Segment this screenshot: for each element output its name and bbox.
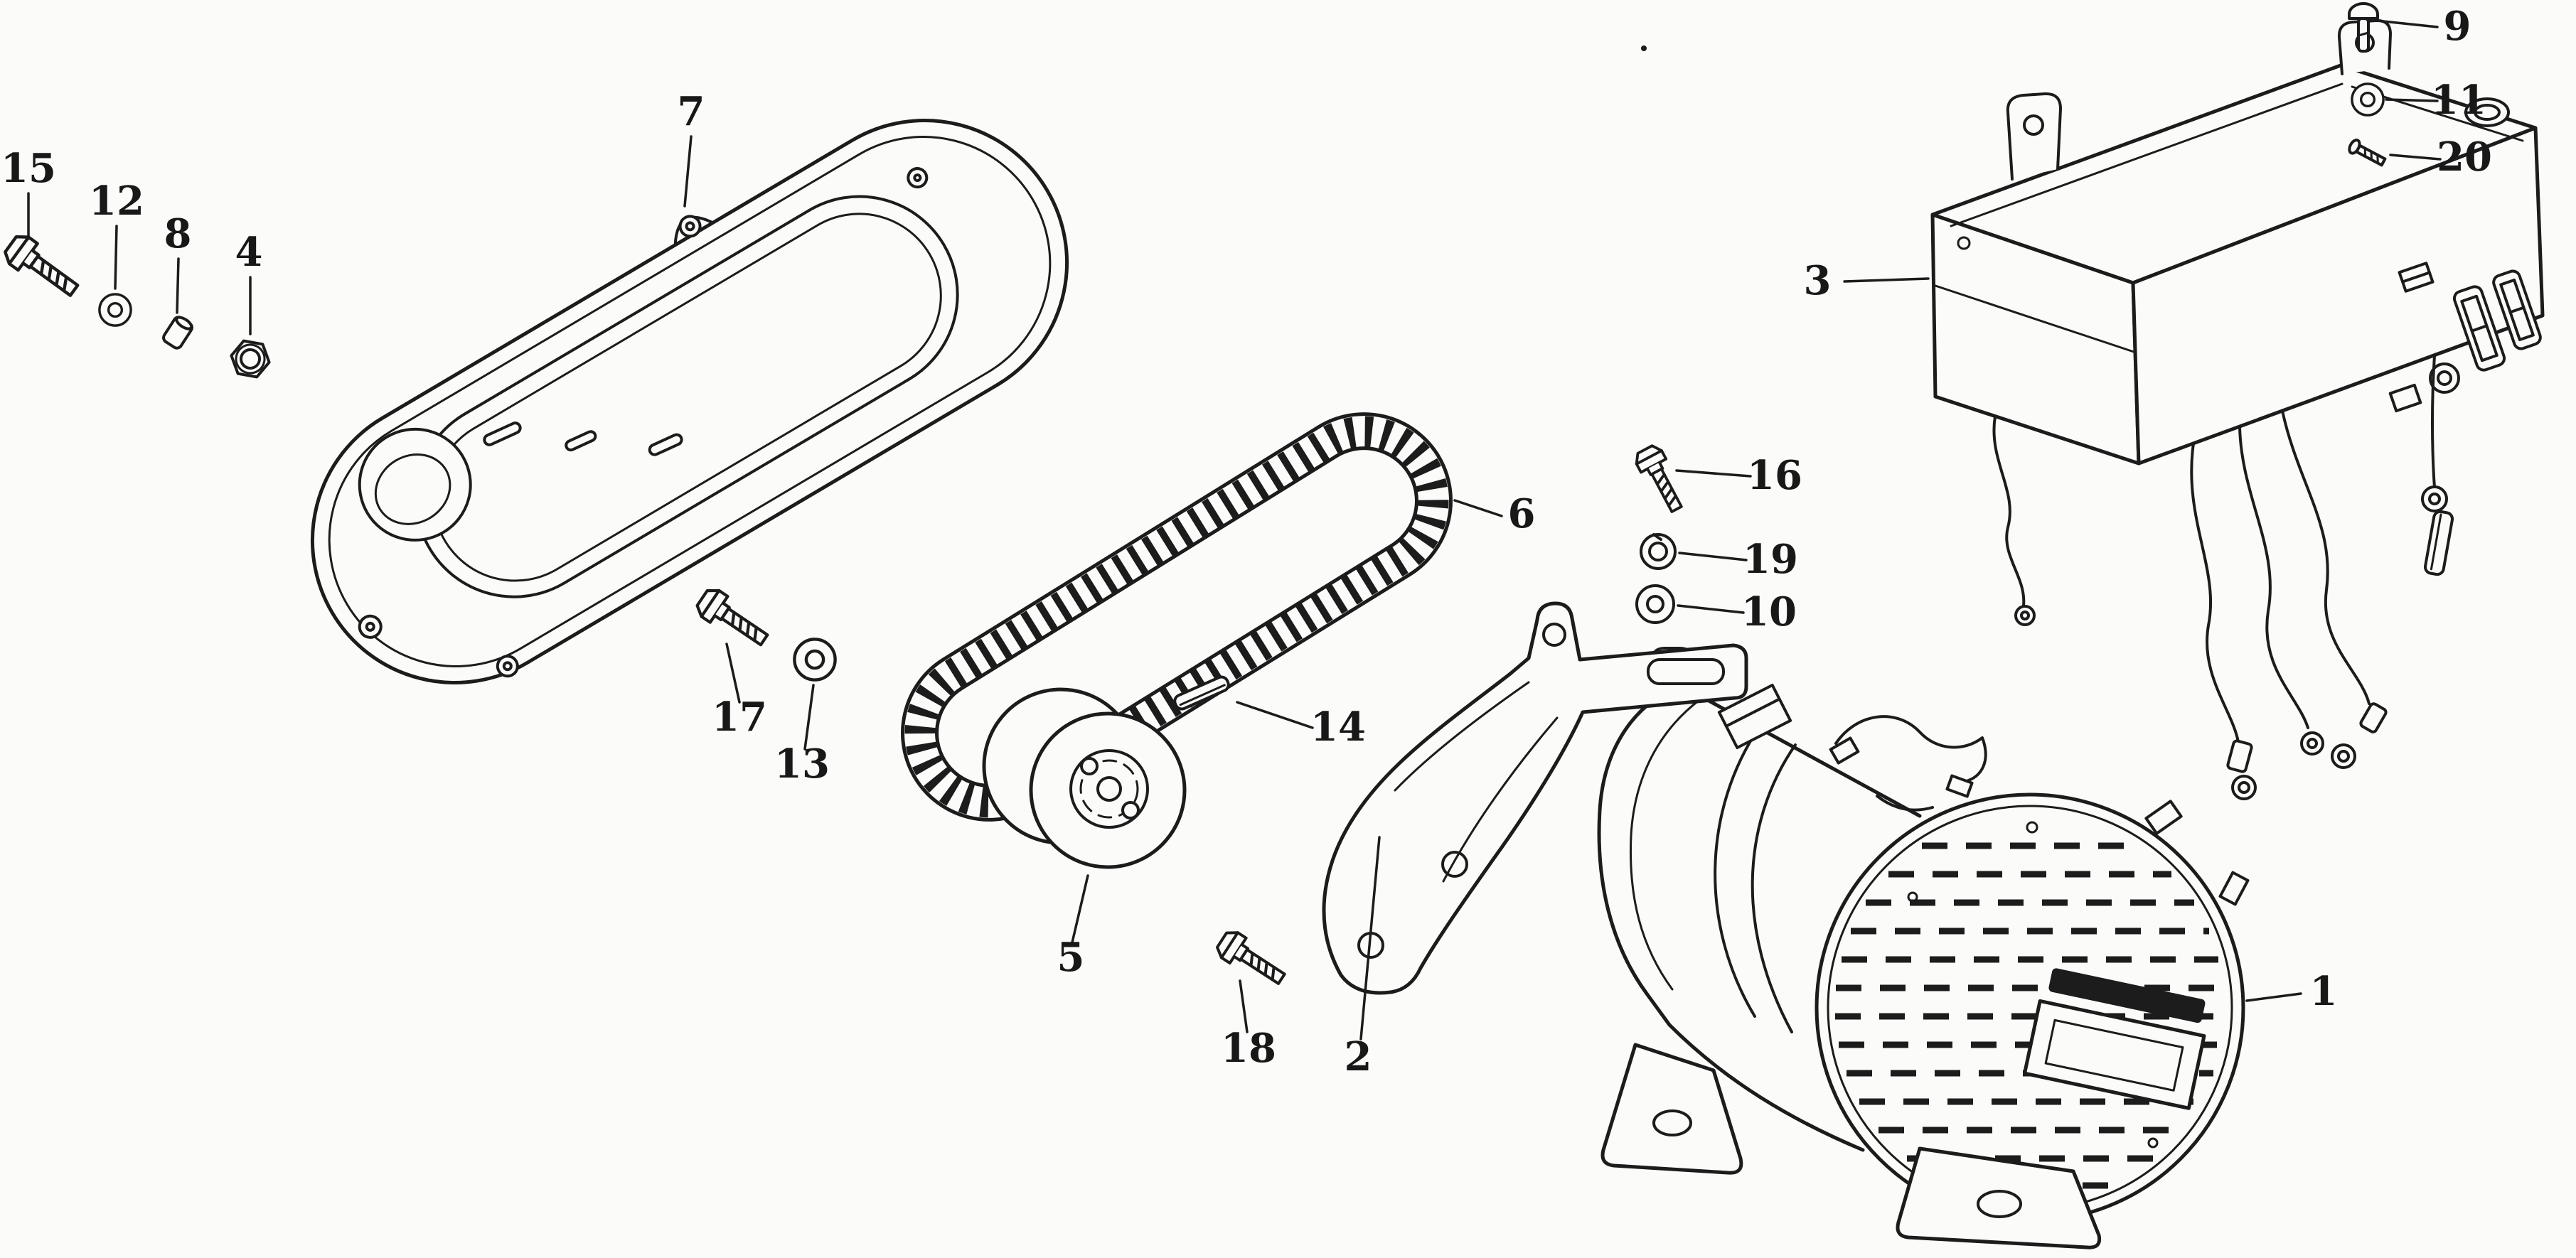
callout-8-leader bbox=[176, 257, 180, 314]
control-box-part bbox=[1930, 18, 2545, 800]
nut-4 bbox=[230, 339, 271, 379]
callout-9-label: 9 bbox=[2444, 3, 2471, 50]
washer-13 bbox=[794, 639, 835, 679]
callout-13-label: 13 bbox=[774, 741, 830, 787]
washer-11 bbox=[2351, 82, 2385, 117]
callout-20-leader bbox=[2389, 154, 2442, 161]
pulley-part bbox=[982, 687, 1187, 869]
callout-12-leader bbox=[114, 225, 118, 290]
callout-1-label: 1 bbox=[2310, 968, 2338, 1015]
screw-20 bbox=[2348, 139, 2387, 167]
callout-11-label: 11 bbox=[2431, 77, 2486, 124]
callout-19-leader bbox=[1678, 552, 1748, 561]
callout-5-leader bbox=[1071, 874, 1089, 944]
callout-2-label: 2 bbox=[1345, 1033, 1372, 1080]
callout-7-label: 7 bbox=[678, 88, 705, 135]
bolt-16 bbox=[1630, 441, 1691, 517]
bolt-17 bbox=[693, 585, 773, 652]
bracket-slot bbox=[1647, 658, 1725, 685]
washer-10 bbox=[1635, 584, 1675, 624]
bolt-18 bbox=[1212, 926, 1291, 993]
box-right-face bbox=[2131, 126, 2545, 466]
callout-14-label: 14 bbox=[1310, 704, 1366, 751]
callout-5-label: 5 bbox=[1057, 934, 1085, 981]
callout-labels: 1 2 3 4 5 6 7 8 9 10 11 12 13 14 15 16 1… bbox=[1, 3, 2492, 1080]
collar-8 bbox=[162, 316, 193, 350]
callout-14-leader bbox=[1236, 701, 1314, 729]
callout-6-leader bbox=[1453, 499, 1503, 517]
callout-15-label: 15 bbox=[1, 145, 56, 192]
callout-17-leader bbox=[725, 643, 741, 704]
callout-19-label: 19 bbox=[1743, 536, 1798, 583]
front-foot bbox=[1600, 1043, 1743, 1175]
callout-7-leader bbox=[683, 135, 693, 208]
callout-6-label: 6 bbox=[1508, 490, 1536, 537]
cover-mounting-holes bbox=[358, 167, 929, 678]
callout-10-leader bbox=[1677, 604, 1745, 614]
spring-washer-19 bbox=[1640, 533, 1677, 570]
box-port bbox=[2464, 97, 2510, 127]
end-bell-seam bbox=[1630, 699, 1701, 991]
rim-clips bbox=[2144, 800, 2250, 906]
generator-part bbox=[1597, 647, 2250, 1249]
washer-12 bbox=[98, 293, 132, 327]
callout-13-leader bbox=[803, 684, 815, 751]
callout-10-label: 10 bbox=[1741, 588, 1797, 635]
callout-16-leader bbox=[1675, 469, 1752, 478]
callout-8-label: 8 bbox=[164, 210, 192, 257]
callout-leaders bbox=[27, 20, 2442, 1041]
key-14 bbox=[1173, 675, 1230, 711]
callout-18-leader bbox=[1239, 979, 1249, 1033]
callout-11-leader bbox=[2385, 98, 2439, 102]
callout-20-label: 20 bbox=[2437, 134, 2492, 181]
bracket-part bbox=[1322, 601, 1748, 995]
belt-cover-part bbox=[310, 119, 1069, 684]
cover-boss-circle bbox=[358, 427, 472, 542]
callout-16-label: 16 bbox=[1747, 452, 1802, 499]
wire-harness bbox=[1992, 355, 2454, 800]
stator-bands bbox=[1714, 725, 1797, 1033]
rear-foot bbox=[1896, 1146, 2102, 1249]
scan-speck bbox=[1641, 45, 1647, 51]
switch-panel bbox=[2388, 262, 2542, 413]
callout-4-label: 4 bbox=[235, 229, 263, 276]
callout-9-leader bbox=[2382, 20, 2439, 28]
callout-3-label: 3 bbox=[1804, 257, 1832, 304]
callout-12-label: 12 bbox=[89, 178, 144, 225]
terminal-and-wires bbox=[1717, 683, 1987, 812]
callout-3-leader bbox=[1843, 277, 1930, 283]
callout-17-label: 17 bbox=[712, 694, 767, 741]
callout-2-leader bbox=[1359, 836, 1381, 1041]
callout-1-leader bbox=[2245, 992, 2302, 1002]
bolt-9 bbox=[2348, 2, 2379, 53]
callout-18-label: 18 bbox=[1221, 1025, 1276, 1072]
bolt-15 bbox=[1, 231, 84, 303]
cover-opening bbox=[415, 195, 959, 598]
nameplate bbox=[2023, 968, 2206, 1110]
